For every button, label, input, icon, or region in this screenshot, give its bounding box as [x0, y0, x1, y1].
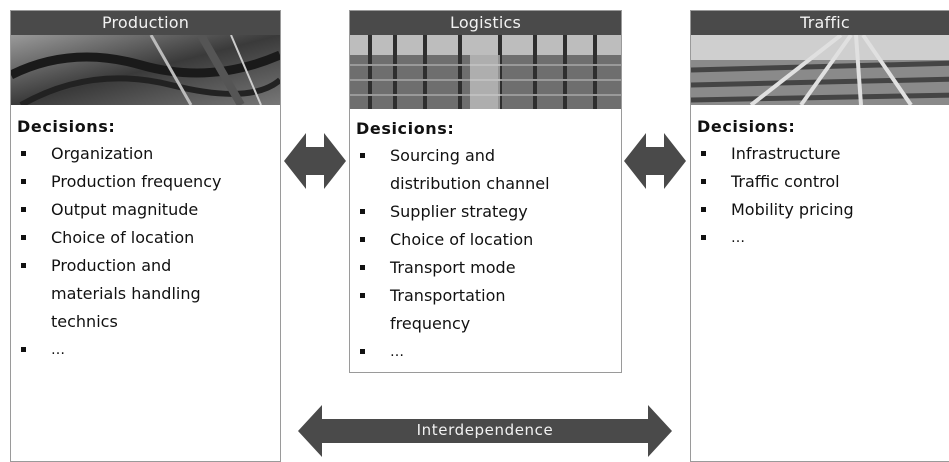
list-item: Traffic control [691, 168, 949, 196]
logistics-photo [350, 35, 621, 109]
list-item: … [691, 224, 949, 252]
logistics-decisions-label: Desicions: [356, 119, 455, 138]
list-item: Transport mode [350, 254, 621, 282]
list-item: Sourcing and [350, 142, 621, 170]
production-logistics-arrow [284, 133, 346, 189]
list-item: distribution channel [390, 174, 550, 193]
interdependence-label: Interdependence [416, 421, 554, 439]
list-item: frequency [390, 314, 471, 333]
list-item: Mobility pricing [691, 196, 949, 224]
traffic-header: Traffic [691, 11, 949, 35]
logistics-header: Logistics [350, 11, 621, 35]
interdependence-arrow [298, 405, 672, 457]
traffic-photo [691, 35, 949, 105]
list-item: materials handling [51, 284, 201, 303]
list-item: Choice of location [11, 224, 280, 252]
logistics-decision-list: Sourcing and distribution channel Suppli… [350, 142, 621, 366]
list-item: Organization [11, 140, 280, 168]
list-item: … [11, 336, 280, 364]
list-item: … [350, 338, 621, 366]
list-item: technics [51, 312, 118, 331]
production-panel: Production Decisions: Organization Produ… [10, 10, 281, 462]
list-item: Transportation [350, 282, 621, 310]
traffic-panel: Traffic Decisions: Infrastructure Traffi… [690, 10, 949, 462]
logistics-traffic-arrow [624, 133, 686, 189]
production-decision-list: Organization Production frequency Output… [11, 140, 280, 364]
production-photo [11, 35, 280, 105]
production-header: Production [11, 11, 280, 35]
list-item: Output magnitude [11, 196, 280, 224]
list-item: Production frequency [11, 168, 280, 196]
list-item: Infrastructure [691, 140, 949, 168]
logistics-panel: Logistics Desicions: Sourcing and distri… [349, 10, 622, 373]
list-item: Production and [11, 252, 280, 280]
production-decisions-label: Decisions: [17, 117, 116, 136]
list-item: Choice of location [350, 226, 621, 254]
traffic-decision-list: Infrastructure Traffic control Mobility … [691, 140, 949, 252]
traffic-decisions-label: Decisions: [697, 117, 796, 136]
list-item: Supplier strategy [350, 198, 621, 226]
